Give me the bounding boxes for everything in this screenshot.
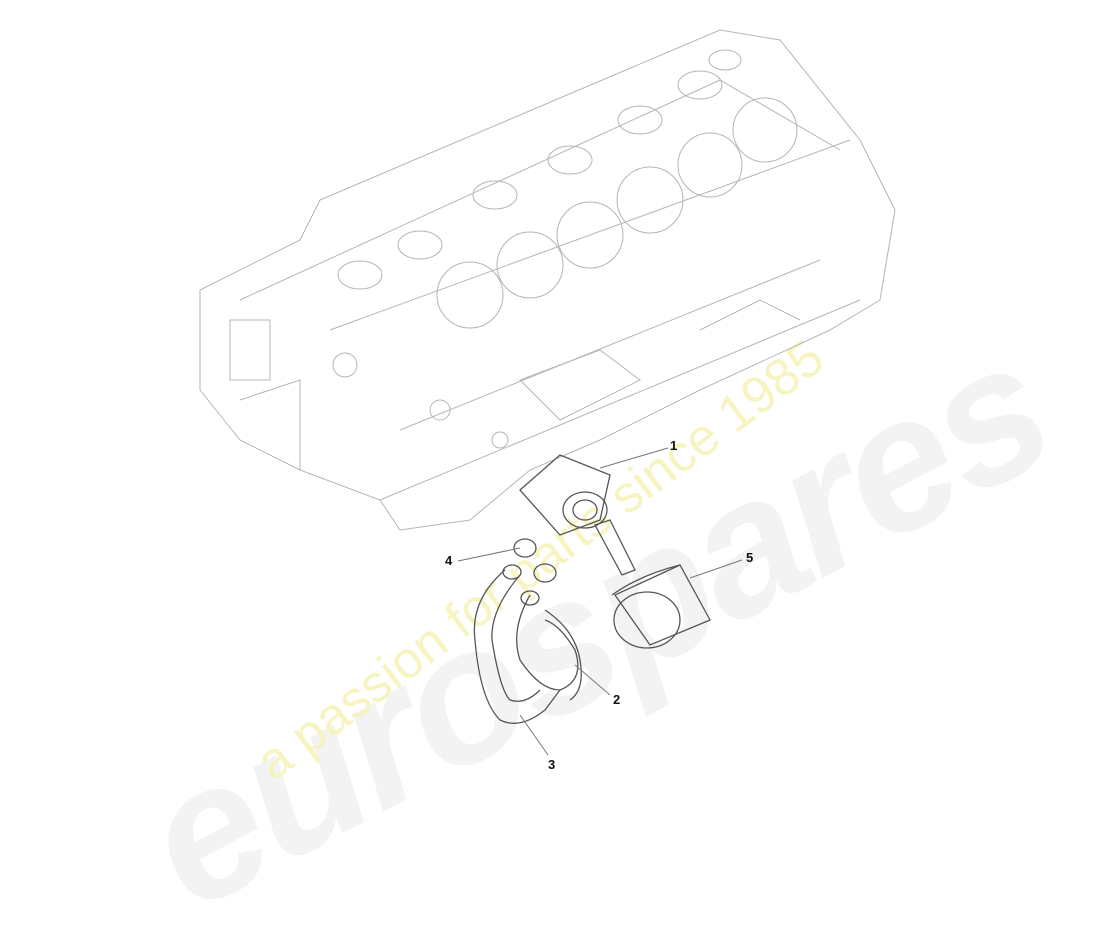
callout-4: 4 [445,553,453,568]
engine-drawing [199,29,896,756]
parts-diagram: eurospares a passion for parts since 198… [111,29,1080,950]
callout-2: 2 [613,692,621,707]
callout-3: 3 [548,757,556,772]
callout-1: 1 [670,438,678,453]
callout-5: 5 [746,550,754,565]
